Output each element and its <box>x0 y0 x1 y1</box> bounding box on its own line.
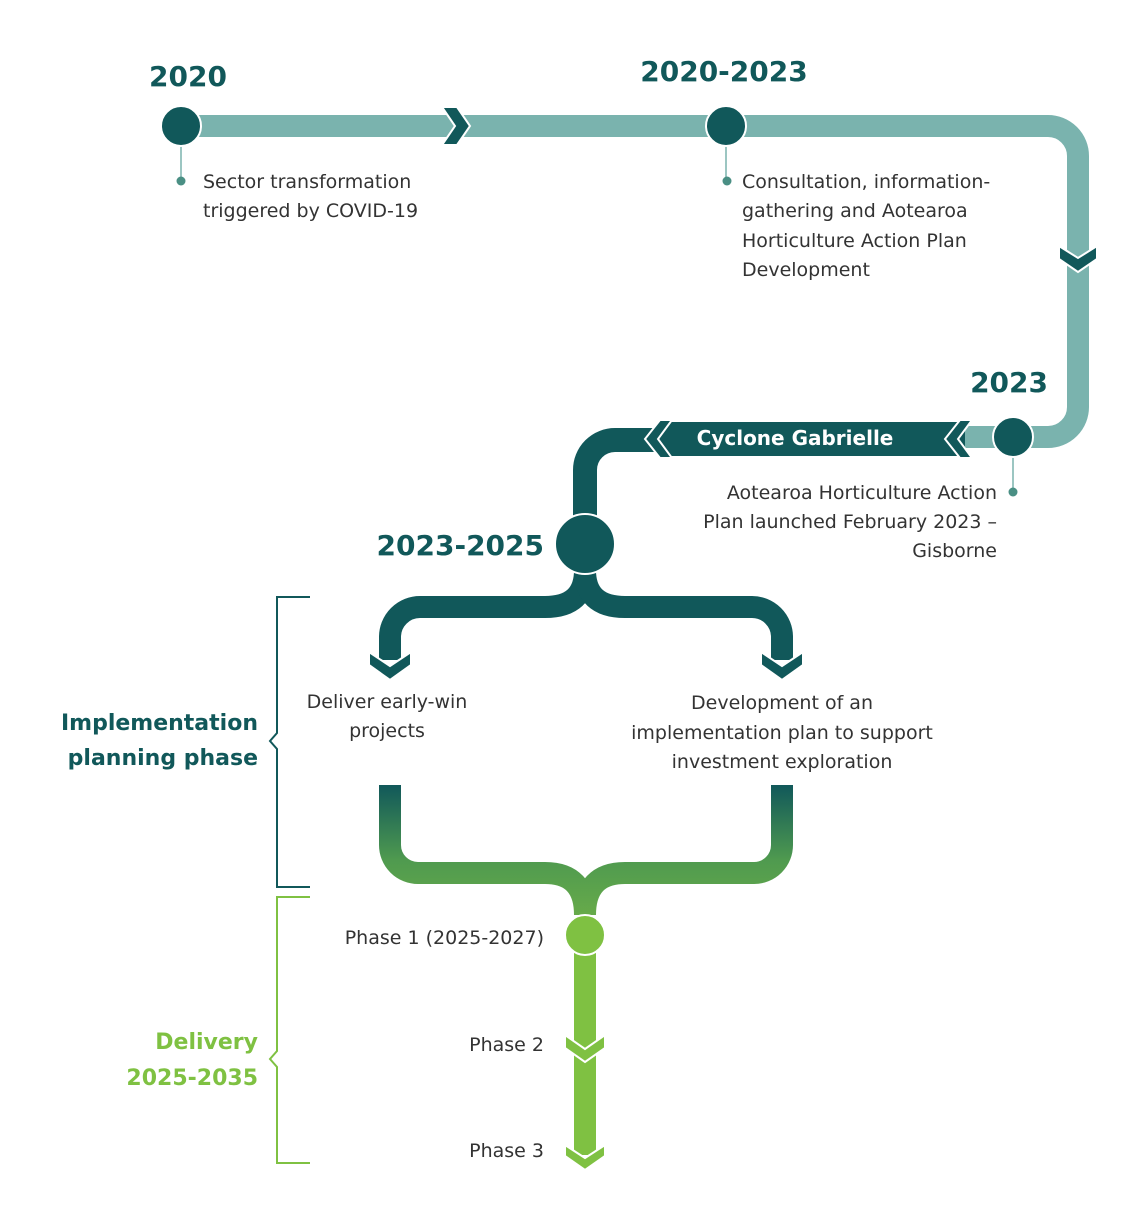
chevron-right-icon <box>440 106 472 146</box>
bracket-label: planning phase <box>68 746 258 771</box>
track-top <box>181 115 1089 448</box>
milestone-text: Consultation, information- <box>742 171 990 193</box>
merge-left <box>379 785 596 916</box>
chevron-down-icon <box>564 1033 606 1064</box>
connector-dot <box>1008 487 1018 497</box>
chevron-left-icon <box>643 419 674 459</box>
branch-left <box>379 569 596 660</box>
year-label: 2023 <box>970 366 1048 399</box>
bracket-label: Delivery <box>155 1030 258 1055</box>
bracket-implementation <box>268 596 310 888</box>
milestone-text: Sector transformation <box>203 171 411 193</box>
branch-text: Development of an <box>691 692 873 714</box>
merge-right <box>574 785 793 916</box>
chevron-down-icon <box>564 1143 606 1172</box>
phase-label: Phase 3 <box>469 1140 544 1162</box>
milestone-2023 <box>992 416 1034 458</box>
milestone-text: Horticulture Action Plan <box>742 230 967 252</box>
milestone-text: Development <box>742 259 870 281</box>
chevron-down-icon <box>368 650 412 682</box>
milestone-phase-1 <box>564 914 606 956</box>
connector-dot <box>176 176 186 186</box>
branch-text: implementation plan to support <box>631 722 933 744</box>
chevron-down-icon <box>1058 244 1098 274</box>
branch-right <box>574 569 793 660</box>
milestone-2023-2025 <box>554 513 616 575</box>
milestone-text: Plan launched February 2023 – <box>703 511 997 533</box>
track-dark <box>573 428 670 545</box>
milestone-text: Gisborne <box>912 540 997 562</box>
milestone-text: Aotearoa Horticulture Action <box>727 482 997 504</box>
bracket-delivery <box>268 896 310 1164</box>
chevron-down-icon <box>760 650 804 682</box>
branch-text: investment exploration <box>672 751 893 773</box>
chevron-left-icon <box>943 419 974 459</box>
year-label: 2020-2023 <box>640 55 807 88</box>
phase-label: Phase 1 (2025-2027) <box>345 927 544 949</box>
milestone-text: triggered by COVID-19 <box>203 200 418 222</box>
year-label: 2023-2025 <box>377 529 544 562</box>
branch-text: projects <box>349 720 425 742</box>
year-label: 2020 <box>149 60 227 93</box>
bracket-label: Implementation <box>61 711 258 736</box>
branch-text: Deliver early-win <box>307 691 468 713</box>
bracket-label: 2025-2035 <box>126 1066 258 1091</box>
milestone-2020 <box>160 105 202 147</box>
phase-label: Phase 2 <box>469 1034 544 1056</box>
cyclone-band <box>660 422 965 456</box>
milestone-text: gathering and Aotearoa <box>742 200 968 222</box>
cyclone-label: Cyclone Gabrielle <box>697 426 894 450</box>
milestone-2020-2023 <box>705 105 747 147</box>
connector-dot <box>722 176 732 186</box>
